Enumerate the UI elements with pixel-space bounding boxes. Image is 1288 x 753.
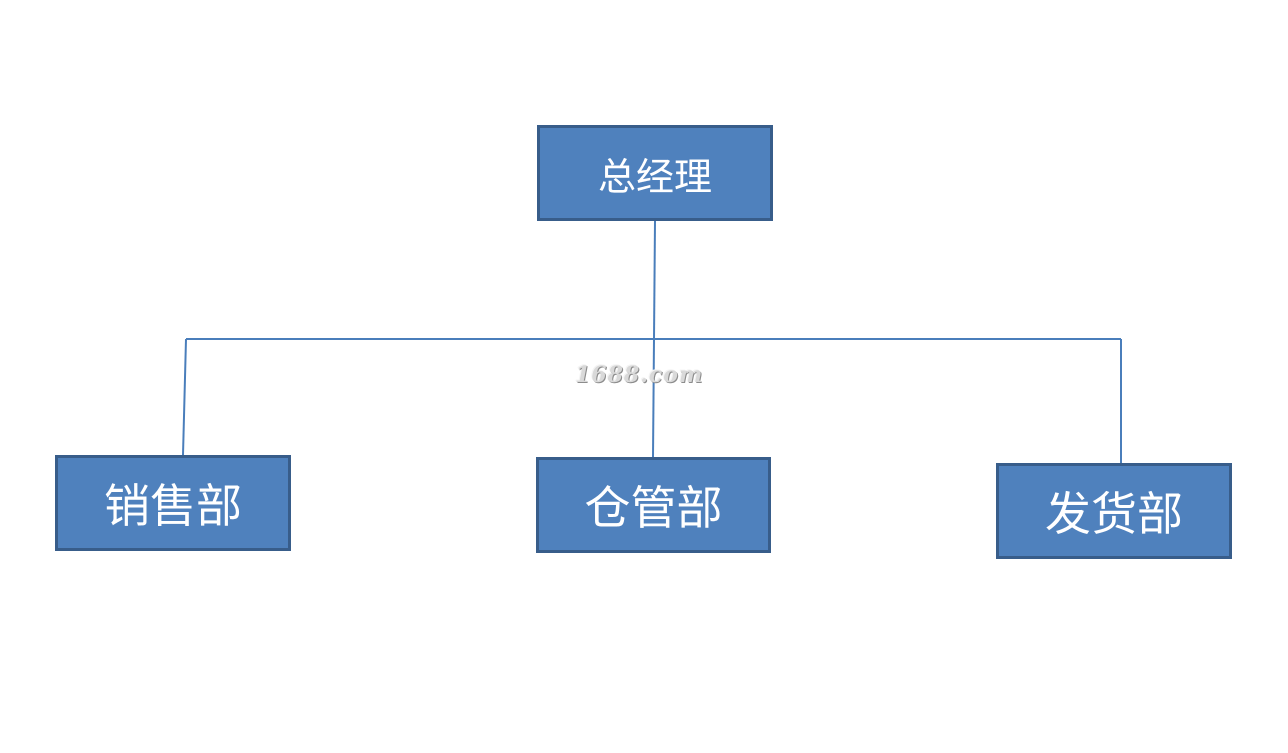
- node-sales-department: 销售部: [55, 455, 291, 551]
- connector-root-down: [653, 220, 656, 340]
- node-warehouse-department-label: 仓管部: [584, 481, 723, 535]
- connector-to-sales: [182, 338, 187, 456]
- watermark-text: 1688.com: [575, 362, 704, 388]
- node-general-manager: 总经理: [537, 125, 773, 221]
- node-warehouse-department: 仓管部: [536, 457, 771, 553]
- connector-to-warehouse: [652, 338, 655, 458]
- node-general-manager-label: 总经理: [597, 154, 712, 199]
- node-shipping-department-label: 发货部: [1045, 487, 1183, 541]
- node-shipping-department: 发货部: [996, 463, 1232, 559]
- node-sales-department-label: 销售部: [104, 479, 242, 533]
